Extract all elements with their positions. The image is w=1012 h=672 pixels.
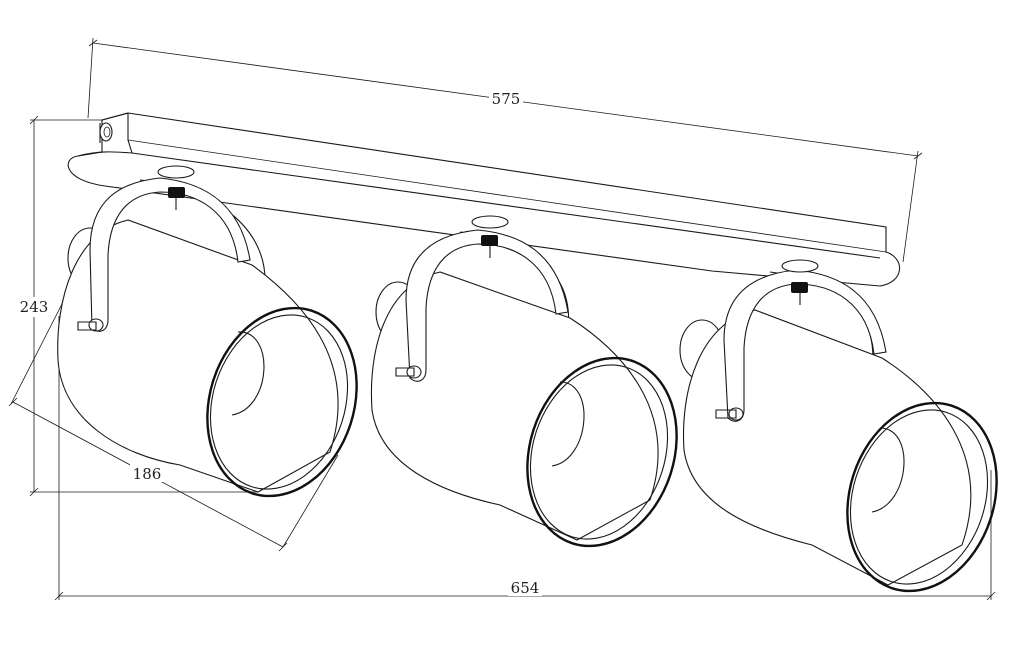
dimension-243-label: 243 — [20, 298, 49, 316]
dimension-186: 186 — [8, 299, 339, 552]
spotlight-1 — [57, 165, 358, 498]
spotlight-3 — [679, 259, 998, 593]
mounting-plate — [67, 112, 901, 287]
dimension-654-label: 654 — [511, 579, 540, 597]
dimension-243: 243 — [18, 115, 258, 497]
dimension-575-label: 575 — [492, 90, 521, 108]
dimension-575: 575 — [87, 37, 923, 263]
dimension-186-label: 186 — [133, 465, 162, 483]
spotlight-2 — [370, 215, 678, 548]
